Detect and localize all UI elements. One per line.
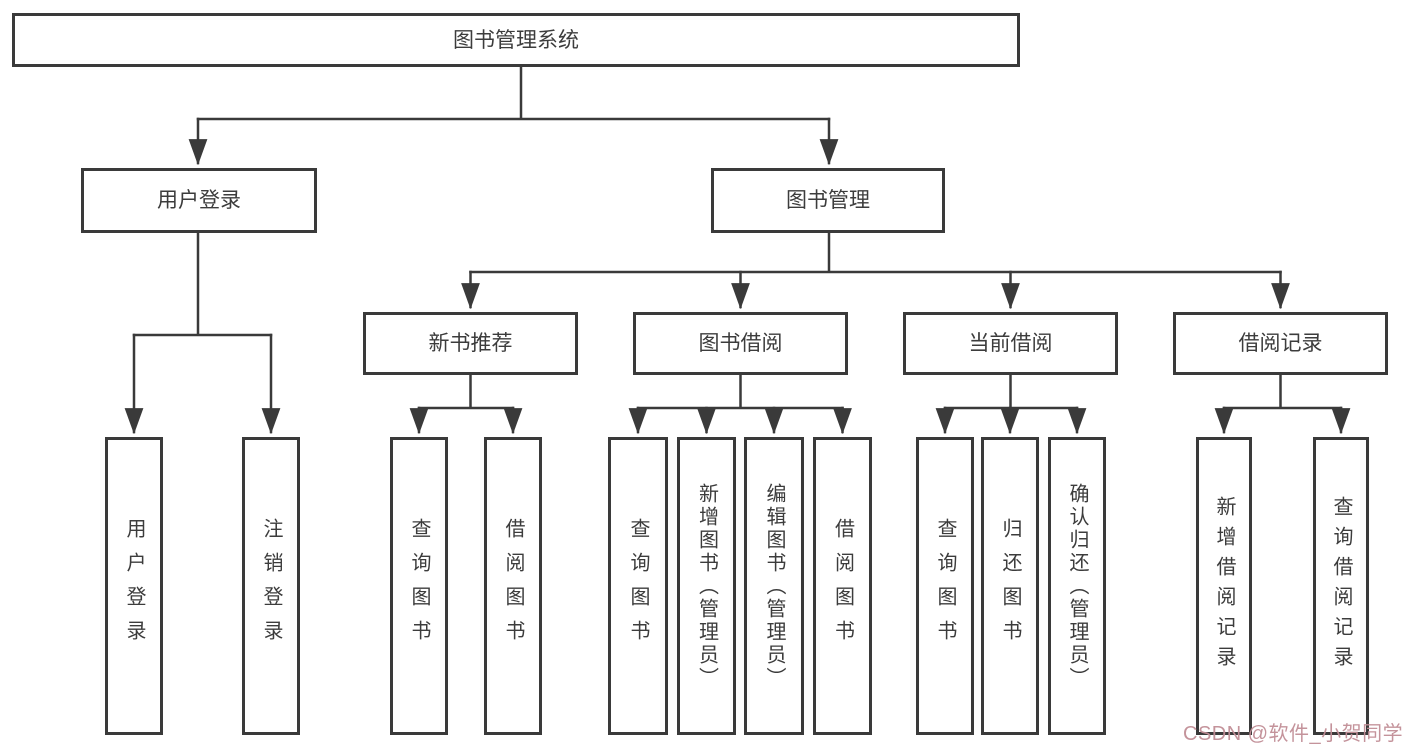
- node-system-root: 图书管理系统: [12, 13, 1020, 67]
- node-user-login: 用户登录: [81, 168, 317, 233]
- csdn-watermark: CSDN @软件_小贺同学: [1183, 723, 1404, 745]
- leaf-add-books-admin: 新增图书（管理员）: [677, 437, 736, 735]
- node-borrow-records: 借阅记录: [1173, 312, 1388, 375]
- leaf-add-borrow-record: 新增借阅记录: [1196, 437, 1252, 735]
- leaf-borrow-books: 借阅图书: [813, 437, 872, 735]
- leaf-user-login: 用户登录: [105, 437, 163, 735]
- leaf-logout: 注销登录: [242, 437, 300, 735]
- leaf-borrow-books-recommend: 借阅图书: [484, 437, 542, 735]
- node-book-management: 图书管理: [711, 168, 945, 233]
- leaf-query-books-current: 查询图书: [916, 437, 974, 735]
- leaf-confirm-return-admin: 确认归还（管理员）: [1048, 437, 1106, 735]
- leaf-edit-books-admin: 编辑图书（管理员）: [744, 437, 804, 735]
- node-book-borrow: 图书借阅: [633, 312, 848, 375]
- leaf-query-borrow-record: 查询借阅记录: [1313, 437, 1369, 735]
- leaf-query-books-borrow: 查询图书: [608, 437, 668, 735]
- leaf-query-books-recommend: 查询图书: [390, 437, 448, 735]
- leaf-return-books: 归还图书: [981, 437, 1039, 735]
- node-new-book-recommend: 新书推荐: [363, 312, 578, 375]
- node-current-borrow: 当前借阅: [903, 312, 1118, 375]
